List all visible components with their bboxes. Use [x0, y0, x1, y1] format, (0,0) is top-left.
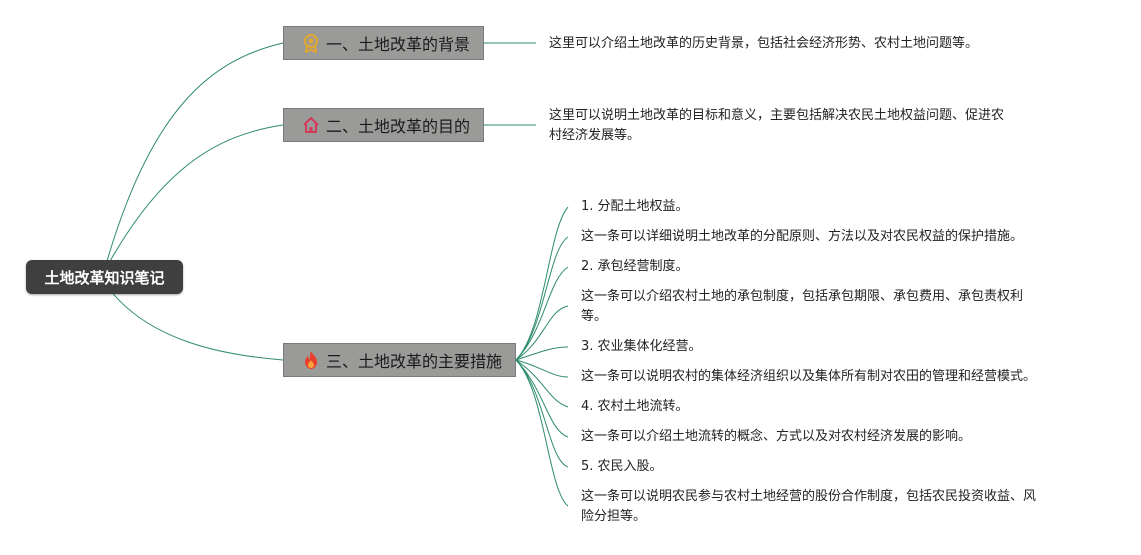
measure-item-title[interactable]: 4. 农村土地流转。 [581, 399, 689, 414]
fire-icon [301, 350, 321, 370]
measure-item-detail[interactable]: 这一条可以说明农民参与农村土地经营的股份合作制度，包括农民投资收益、风 险分担等… [581, 489, 1037, 524]
measure-item-title[interactable]: 2. 承包经营制度。 [581, 259, 689, 274]
branch-label: 一、土地改革的背景 [326, 35, 471, 54]
measure-item-title[interactable]: 5. 农民入股。 [581, 459, 663, 474]
branch-label: 三、土地改革的主要措施 [326, 352, 503, 371]
branch-background[interactable]: 一、土地改革的背景 [283, 26, 484, 60]
branch-note: 这里可以说明土地改革的目标和意义，主要包括解决农民土地权益问题、促进农 村经济发… [549, 108, 1005, 143]
measure-item-title[interactable]: 1. 分配土地权益。 [581, 199, 689, 214]
root-node[interactable]: 土地改革知识笔记 [26, 260, 183, 294]
branch-measures[interactable]: 三、土地改革的主要措施 [283, 343, 516, 377]
award-medal-icon [301, 33, 321, 53]
root-label: 土地改革知识笔记 [44, 268, 165, 287]
branch-note: 这里可以介绍土地改革的历史背景，包括社会经济形势、农村土地问题等。 [549, 36, 979, 51]
measure-item-title[interactable]: 3. 农业集体化经营。 [581, 339, 702, 354]
branch-label: 二、土地改革的目的 [326, 117, 471, 136]
home-icon [301, 115, 321, 135]
measure-item-detail[interactable]: 这一条可以说明农村的集体经济组织以及集体所有制对农田的管理和经营模式。 [581, 369, 1037, 384]
branch-purpose[interactable]: 二、土地改革的目的 [283, 108, 484, 142]
measure-item-detail[interactable]: 这一条可以详细说明土地改革的分配原则、方法以及对农民权益的保护措施。 [581, 229, 1024, 244]
measure-item-detail[interactable]: 这一条可以介绍土地流转的概念、方式以及对农村经济发展的影响。 [581, 429, 972, 444]
measure-item-detail[interactable]: 这一条可以介绍农村土地的承包制度，包括承包期限、承包费用、承包责权利 等。 [581, 289, 1024, 324]
